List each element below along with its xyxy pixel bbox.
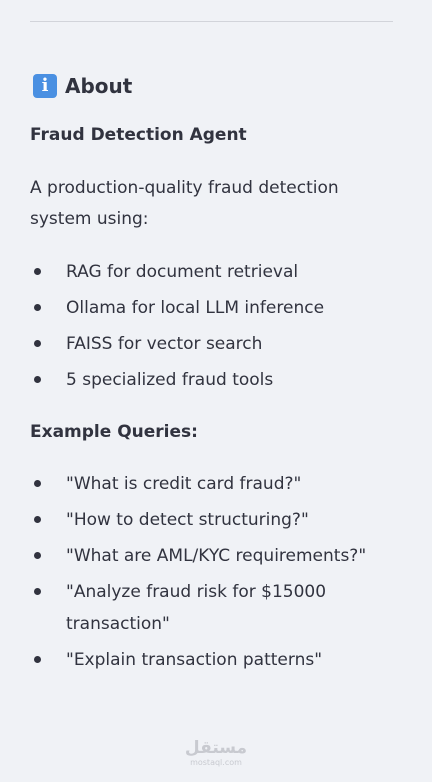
list-item: "What are AML/KYC requirements?"	[30, 540, 366, 572]
list-item: FAISS for vector search	[30, 328, 400, 360]
examples-list: "What is credit card fraud?" "How to det…	[30, 468, 366, 680]
features-list: RAG for document retrieval Ollama for lo…	[30, 256, 400, 400]
watermark: مستقل mostaql.com	[0, 740, 432, 767]
list-item: Ollama for local LLM inference	[30, 292, 400, 324]
list-item: "Analyze fraud risk for $15000 transacti…	[30, 576, 330, 640]
list-item: 5 specialized fraud tools	[30, 364, 400, 396]
about-title: About	[65, 74, 133, 98]
watermark-url: mostaql.com	[190, 758, 242, 767]
list-item: "How to detect structuring?"	[30, 504, 330, 536]
watermark-logo-text: مستقل	[184, 738, 248, 758]
list-item: "What is credit card fraud?"	[30, 468, 330, 500]
app-name-heading: Fraud Detection Agent	[30, 125, 247, 145]
sidebar-divider	[30, 21, 393, 22]
app-description: A production-quality fraud detection sys…	[30, 178, 339, 229]
examples-heading: Example Queries:	[30, 422, 198, 442]
list-item: "Explain transaction patterns"	[30, 644, 330, 676]
about-header: i About	[33, 74, 132, 98]
info-icon: i	[33, 74, 57, 98]
list-item: RAG for document retrieval	[30, 256, 400, 288]
